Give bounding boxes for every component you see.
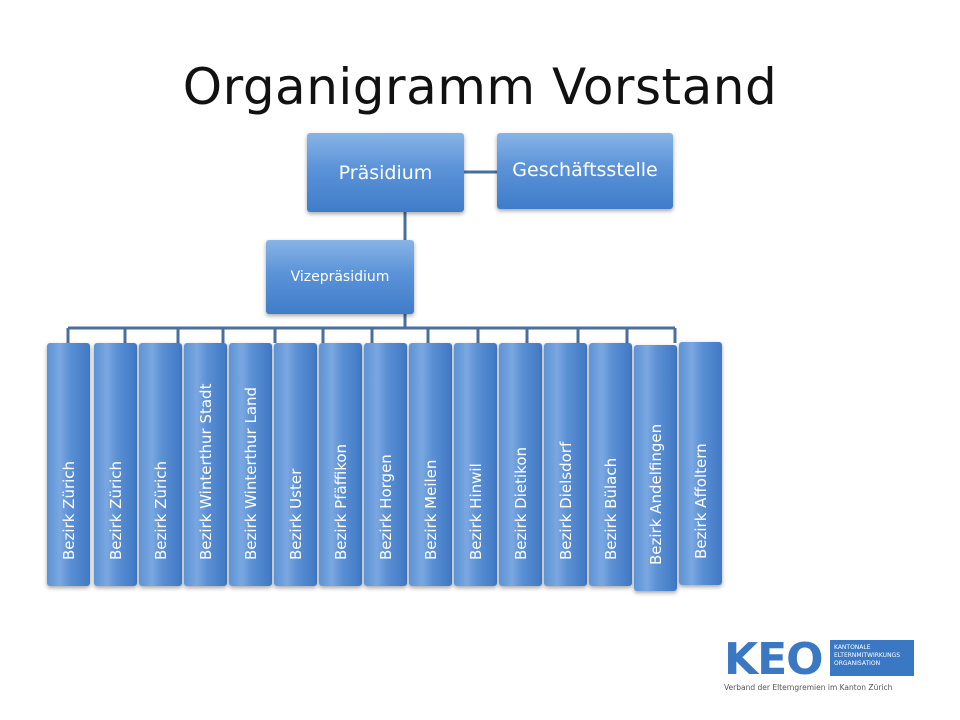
district-label: Bezirk Zürich [59,460,78,560]
district-box: Bezirk Hinwil [454,343,497,586]
district-box: Bezirk Dietikon [499,343,542,586]
district-box: Bezirk Winterthur Land [229,343,272,586]
district-box: Bezirk Zürich [139,343,182,586]
district-box: Bezirk Meilen [409,343,452,586]
district-label: Bezirk Hinwil [466,463,485,560]
logo-badge-line1: KANTONALE [834,644,871,651]
logo-badge-line3: ORGANISATION [834,660,881,667]
district-box: Bezirk Affoltern [679,342,722,585]
logo-badge-line2: ELTERNMITWIRKUNGS [834,652,901,659]
district-label: Bezirk Horgen [376,454,395,560]
district-box: Bezirk Uster [274,343,317,586]
district-label: Bezirk Winterthur Land [241,386,260,560]
node-geschaeftsstelle: Geschäftsstelle [497,133,673,209]
district-box: Bezirk Zürich [47,343,90,586]
district-label: Bezirk Uster [286,468,305,560]
district-label: Bezirk Meilen [421,459,440,560]
district-box: Bezirk Dielsdorf [544,343,587,586]
district-label: Bezirk Dietikon [511,446,530,560]
logo-wordmark: KEO [724,634,824,685]
district-label: Bezirk Andelfingen [646,423,665,565]
district-box: Bezirk Pfäffikon [319,343,362,586]
district-box: Bezirk Winterthur Stadt [184,343,227,586]
district-label: Bezirk Winterthur Stadt [196,383,215,560]
logo-badge: KANTONALE ELTERNMITWIRKUNGS ORGANISATION [830,640,914,676]
node-vizepraesidium-label: Vizepräsidium [290,269,390,285]
district-label: Bezirk Zürich [151,460,170,560]
keo-logo: KEO KANTONALE ELTERNMITWIRKUNGS ORGANISA… [724,634,914,694]
district-box: Bezirk Bülach [589,343,632,586]
logo-tagline: Verband der Elterngremien im Kanton Züri… [724,683,893,692]
page-title: Organigramm Vorstand [182,58,778,116]
district-label: Bezirk Pfäffikon [331,443,350,560]
district-label: Bezirk Zürich [106,460,125,560]
node-praesidium: Präsidium [307,133,464,212]
node-geschaeftsstelle-label: Geschäftsstelle [512,159,658,181]
district-box: Bezirk Andelfingen [634,345,677,591]
node-praesidium-label: Präsidium [338,161,433,184]
district-box: Bezirk Zürich [94,343,137,586]
district-box: Bezirk Horgen [364,343,407,586]
district-label: Bezirk Affoltern [691,443,710,559]
district-label: Bezirk Dielsdorf [556,441,575,560]
node-vizepraesidium: Vizepräsidium [266,240,414,314]
district-label: Bezirk Bülach [601,457,620,560]
